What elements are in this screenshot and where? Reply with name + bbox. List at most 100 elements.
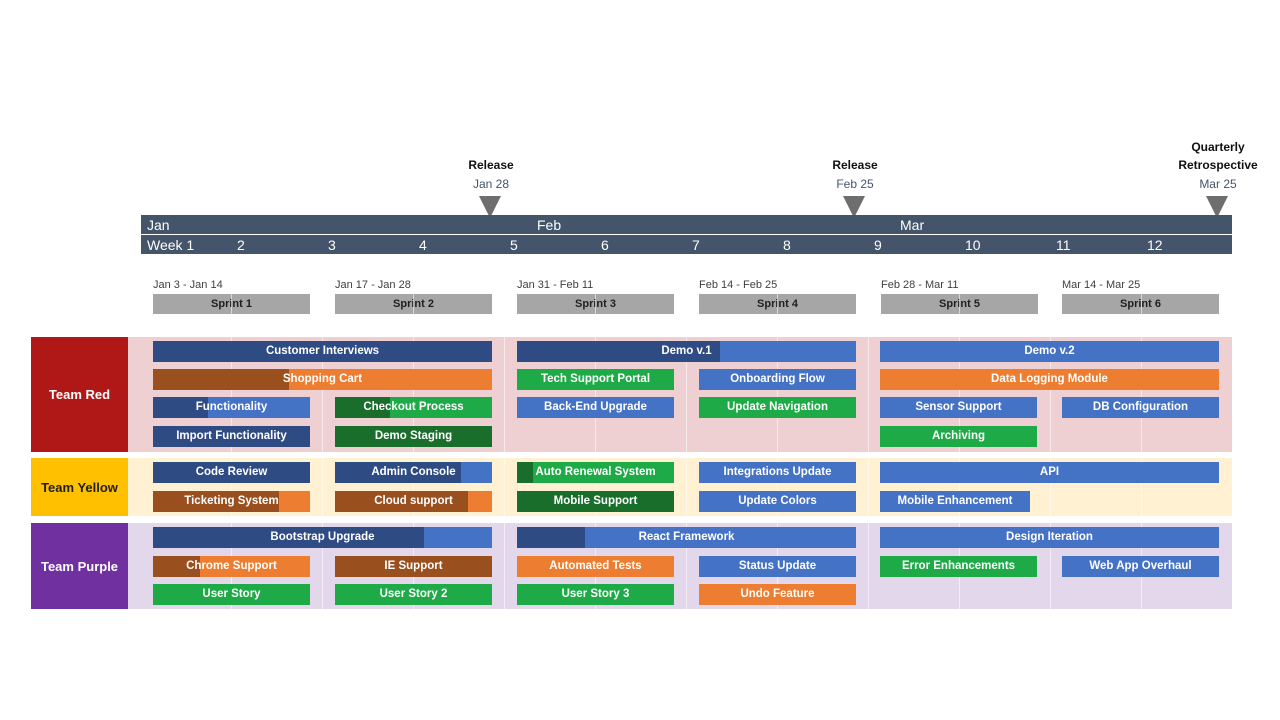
task-label: User Story 2 — [379, 588, 448, 600]
sprint-2-dates: Jan 17 - Jan 28 — [335, 279, 411, 291]
task-bar[interactable]: Code Review — [153, 462, 310, 483]
task-bar[interactable]: Cloud support — [335, 491, 492, 512]
task-progress — [153, 527, 425, 548]
task-bar[interactable]: Status Update — [699, 556, 856, 577]
task-label: Auto Renewal System — [535, 466, 656, 478]
week-label: 12 — [1147, 237, 1163, 253]
task-label: Web App Overhaul — [1089, 560, 1192, 572]
task-bar[interactable]: User Story — [153, 584, 310, 605]
task-label: Update Navigation — [727, 401, 828, 413]
task-bar[interactable]: Auto Renewal System — [517, 462, 674, 483]
week-label: 3 — [328, 237, 336, 253]
task-bar[interactable]: Error Enhancements — [880, 556, 1037, 577]
task-progress — [153, 369, 289, 390]
task-bar[interactable]: Admin Console — [335, 462, 492, 483]
timeline-divider — [141, 234, 1232, 235]
task-label: User Story 3 — [561, 588, 630, 600]
task-label: API — [1039, 466, 1060, 478]
task-bar[interactable]: Update Navigation — [699, 397, 856, 418]
task-label: User Story — [202, 588, 261, 600]
sprint-6-dates: Mar 14 - Mar 25 — [1062, 279, 1141, 291]
task-bar[interactable]: Demo v.1 — [517, 341, 856, 362]
task-label: Ticketing System — [184, 495, 279, 507]
task-label: Automated Tests — [549, 560, 642, 572]
task-bar[interactable]: Demo Staging — [335, 426, 492, 447]
task-bar[interactable]: Demo v.2 — [880, 341, 1219, 362]
week-label: 2 — [237, 237, 245, 253]
week-label: 5 — [510, 237, 518, 253]
task-bar[interactable]: Ticketing System — [153, 491, 310, 512]
task-progress — [153, 491, 279, 512]
task-label: Archiving — [931, 430, 986, 442]
sprint-5-dates: Feb 28 - Mar 11 — [881, 279, 959, 291]
task-label: Data Logging Module — [991, 373, 1108, 385]
sprint-6-bar[interactable]: Sprint 6 — [1062, 294, 1219, 314]
task-label: Shopping Cart — [282, 373, 363, 385]
task-bar[interactable]: Checkout Process — [335, 397, 492, 418]
gridline — [1141, 255, 1142, 609]
week-label: 7 — [692, 237, 700, 253]
milestone-3-date: Mar 25 — [1199, 177, 1237, 191]
task-bar[interactable]: Back-End Upgrade — [517, 397, 674, 418]
milestone-1-date: Jan 28 — [472, 177, 510, 191]
task-label: IE Support — [384, 560, 443, 572]
task-label: Bootstrap Upgrade — [270, 531, 375, 543]
task-bar[interactable]: Import Functionality — [153, 426, 310, 447]
week-label: 4 — [419, 237, 427, 253]
task-bar[interactable]: Functionality — [153, 397, 310, 418]
task-bar[interactable]: Mobile Enhancement — [880, 491, 1030, 512]
task-bar[interactable]: Design Iteration — [880, 527, 1219, 548]
week-label: 9 — [874, 237, 882, 253]
task-bar[interactable]: Sensor Support — [880, 397, 1037, 418]
gridline — [322, 255, 323, 609]
task-bar[interactable]: Tech Support Portal — [517, 369, 674, 390]
week-label: 11 — [1056, 237, 1071, 253]
task-progress — [335, 556, 485, 577]
task-bar[interactable]: Shopping Cart — [153, 369, 492, 390]
task-bar[interactable]: DB Configuration — [1062, 397, 1219, 418]
gridline — [504, 255, 505, 609]
sprint-3-dates: Jan 31 - Feb 11 — [517, 279, 594, 291]
task-progress — [517, 527, 585, 548]
task-bar[interactable]: Chrome Support — [153, 556, 310, 577]
task-bar[interactable]: Integrations Update — [699, 462, 856, 483]
gridline — [1050, 255, 1051, 609]
milestone-2-marker-icon[interactable] — [843, 196, 865, 218]
milestone-2-date: Feb 25 — [836, 177, 874, 191]
task-bar[interactable]: Undo Feature — [699, 584, 856, 605]
task-bar[interactable]: Customer Interviews — [153, 341, 492, 362]
task-bar[interactable]: User Story 2 — [335, 584, 492, 605]
task-label: Error Enhancements — [901, 560, 1016, 572]
task-bar[interactable]: API — [880, 462, 1219, 483]
task-bar[interactable]: Data Logging Module — [880, 369, 1219, 390]
milestone-2-title: Release — [832, 158, 878, 172]
task-bar[interactable]: Update Colors — [699, 491, 856, 512]
task-bar[interactable]: React Framework — [517, 527, 856, 548]
task-progress — [335, 491, 469, 512]
task-bar[interactable]: Automated Tests — [517, 556, 674, 577]
task-label: Functionality — [195, 401, 268, 413]
task-progress — [517, 462, 533, 483]
task-bar[interactable]: Bootstrap Upgrade — [153, 527, 492, 548]
milestone-3-marker-icon[interactable] — [1206, 196, 1228, 218]
task-label: Demo Staging — [374, 430, 453, 442]
task-label: Demo v.2 — [1024, 345, 1075, 357]
task-bar[interactable]: IE Support — [335, 556, 492, 577]
task-bar[interactable]: Archiving — [880, 426, 1037, 447]
task-bar[interactable]: Mobile Support — [517, 491, 674, 512]
month-feb: Feb — [537, 217, 562, 233]
week-label: 10 — [965, 237, 981, 253]
task-label: React Framework — [638, 531, 735, 543]
team-yellow-label: Team Yellow — [31, 458, 128, 516]
task-label: Integrations Update — [723, 466, 832, 478]
gridline — [595, 255, 596, 609]
task-label: DB Configuration — [1092, 401, 1189, 413]
gridline — [868, 255, 869, 609]
month-jan: Jan — [147, 217, 170, 233]
task-bar[interactable]: Web App Overhaul — [1062, 556, 1219, 577]
milestone-1-marker-icon[interactable] — [479, 196, 501, 218]
task-bar[interactable]: User Story 3 — [517, 584, 674, 605]
task-label: Back-End Upgrade — [544, 401, 647, 413]
task-label: Tech Support Portal — [540, 373, 651, 385]
task-bar[interactable]: Onboarding Flow — [699, 369, 856, 390]
